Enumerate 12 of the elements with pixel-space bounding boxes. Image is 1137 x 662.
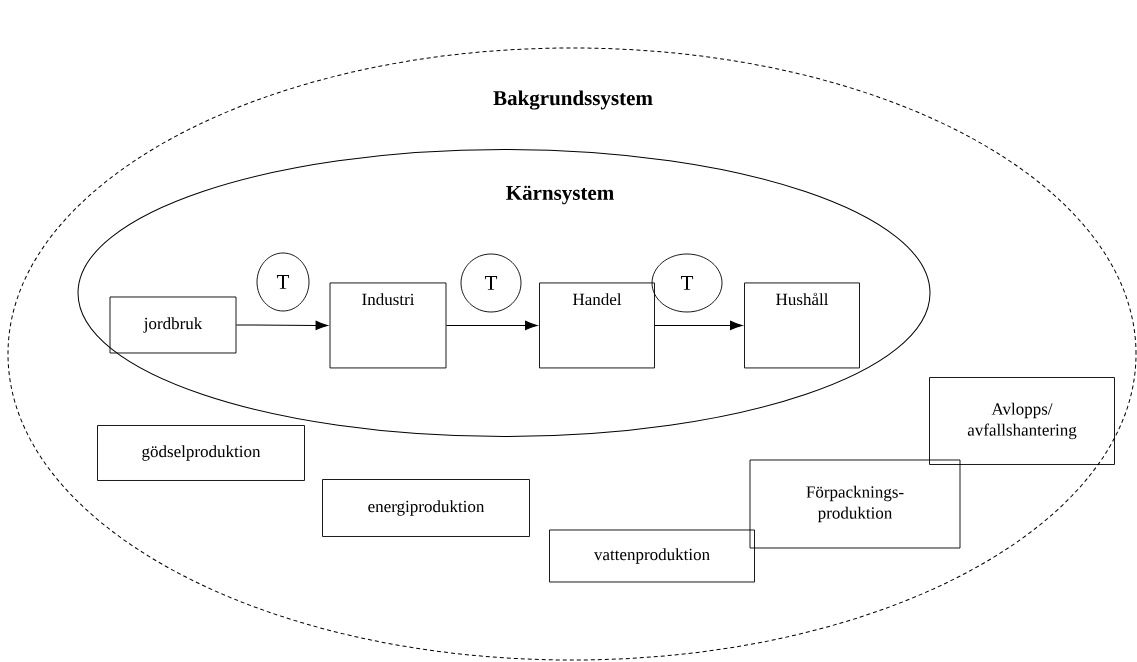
process-box: Avlopps/ avfallshantering xyxy=(929,377,1115,465)
process-box: Hushåll xyxy=(744,282,860,369)
process-box: gödselproduktion xyxy=(97,425,305,481)
arrow xyxy=(654,320,743,331)
process-box: jordbruk xyxy=(109,296,237,354)
process-box: Förpacknings- produktion xyxy=(749,459,961,549)
process-box: vattenproduktion xyxy=(549,529,755,583)
process-box: Handel xyxy=(539,282,655,369)
arrow xyxy=(445,320,538,331)
arrow xyxy=(235,320,328,331)
process-box: energiproduktion xyxy=(322,479,530,537)
process-box: Industri xyxy=(329,282,447,369)
